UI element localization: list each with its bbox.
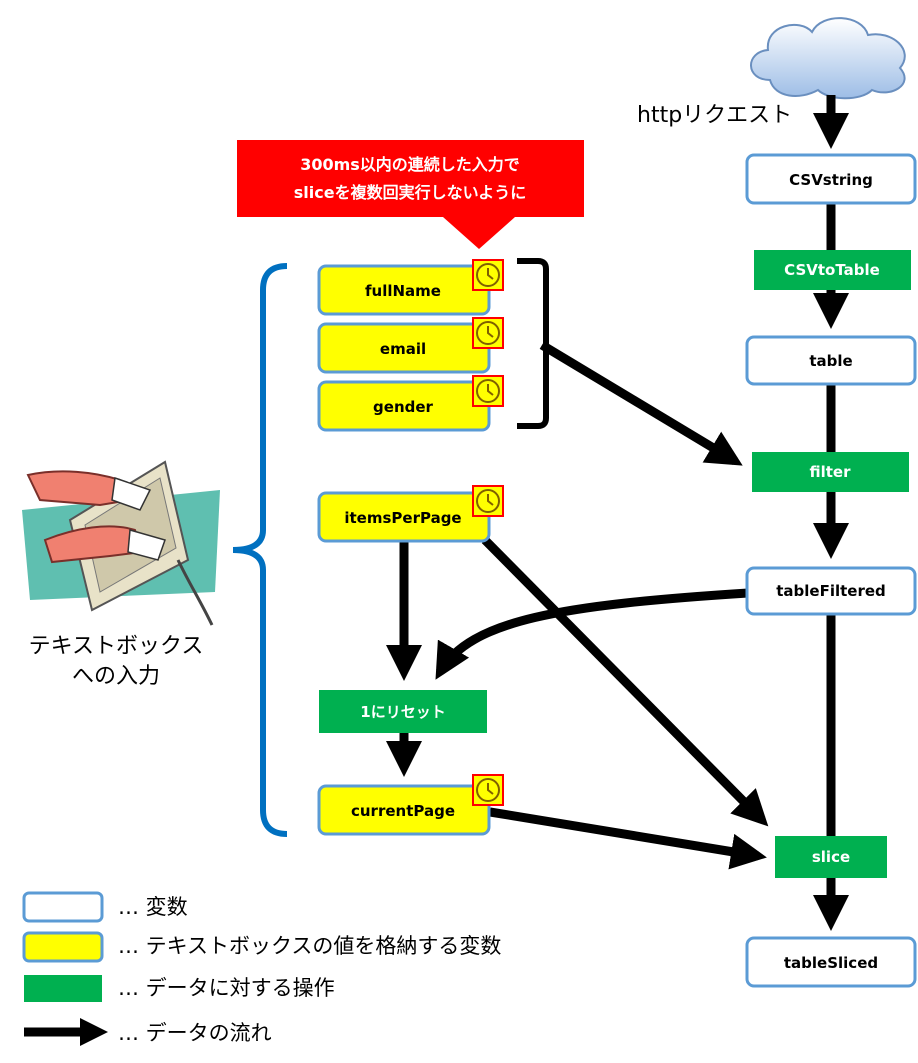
legend-item-operation: … データに対する操作 <box>24 975 335 1002</box>
flow-arrows <box>386 95 849 931</box>
svg-text:… 変数: … 変数 <box>118 895 188 919</box>
cloud-icon <box>750 17 906 100</box>
variable-tablefiltered: tableFiltered <box>745 566 917 616</box>
svg-text:… テキストボックスの値を格納する変数: … テキストボックスの値を格納する変数 <box>118 934 501 958</box>
textbox-variable-email: email <box>317 317 504 374</box>
svg-text:table: table <box>809 352 852 370</box>
inputs-caption-line1: テキストボックス <box>29 634 204 659</box>
textbox-variable-gender: gender <box>317 375 504 432</box>
arrow-tablefiltered-to-reset <box>435 588 749 680</box>
arrow-itemsperpage-to-slice <box>481 536 769 827</box>
textbox-variable-currentpage: currentPage <box>317 774 504 836</box>
clock-icon <box>472 485 504 517</box>
svg-text:… データに対する操作: … データに対する操作 <box>118 976 335 1000</box>
inputs-caption-line2: への入力 <box>72 664 160 689</box>
svg-text:tableFiltered: tableFiltered <box>776 582 886 600</box>
operation-csvtotable: CSVtoTable <box>754 250 911 290</box>
svg-text:email: email <box>380 340 426 358</box>
svg-text:… データの流れ: … データの流れ <box>118 1021 272 1045</box>
svg-text:1にリセット: 1にリセット <box>360 703 445 721</box>
svg-text:300ms以内の連続した入力で: 300ms以内の連続した入力で <box>300 155 520 174</box>
textbox-variable-itemsperpage: itemsPerPage <box>317 485 504 543</box>
keyboard-typing-icon <box>22 460 220 626</box>
svg-text:sliceを複数回実行しないように: sliceを複数回実行しないように <box>294 183 527 202</box>
clock-icon <box>472 317 504 349</box>
variable-csvstring: CSVstring <box>745 153 917 205</box>
arrow-currentpage-to-slice <box>489 807 767 870</box>
svg-text:CSVtoTable: CSVtoTable <box>784 261 880 279</box>
warning-callout: 300ms以内の連続した入力で sliceを複数回実行しないように <box>237 140 584 249</box>
legend-item-variable: … 変数 <box>22 891 188 923</box>
operation-filter: filter <box>752 452 909 492</box>
variable-table: table <box>745 335 917 386</box>
svg-text:CSVstring: CSVstring <box>789 171 873 189</box>
svg-text:fullName: fullName <box>365 282 441 300</box>
svg-text:currentPage: currentPage <box>351 802 455 820</box>
legend-item-flow: … データの流れ <box>24 1018 272 1046</box>
clock-icon <box>472 375 504 407</box>
variable-tablesliced: tableSliced <box>745 936 917 988</box>
clock-icon <box>472 774 504 806</box>
group-bracket-black <box>517 258 549 429</box>
clock-icon <box>472 259 504 291</box>
svg-text:slice: slice <box>812 848 850 866</box>
http-request-label: httpリクエスト <box>637 103 792 128</box>
operation-reset: 1にリセット <box>319 690 487 733</box>
textbox-variable-fullname: fullName <box>317 259 504 316</box>
svg-text:tableSliced: tableSliced <box>784 954 878 972</box>
operation-slice: slice <box>775 836 887 878</box>
group-bracket-blue <box>232 263 288 837</box>
svg-text:filter: filter <box>809 463 851 481</box>
svg-text:gender: gender <box>373 398 434 416</box>
svg-text:itemsPerPage: itemsPerPage <box>344 509 461 527</box>
legend-item-textbox-variable: … テキストボックスの値を格納する変数 <box>22 931 501 963</box>
arrow-textboxes-to-filter <box>539 341 743 466</box>
legend: … 変数 … テキストボックスの値を格納する変数 … データに対する操作 … デ… <box>22 891 501 1046</box>
